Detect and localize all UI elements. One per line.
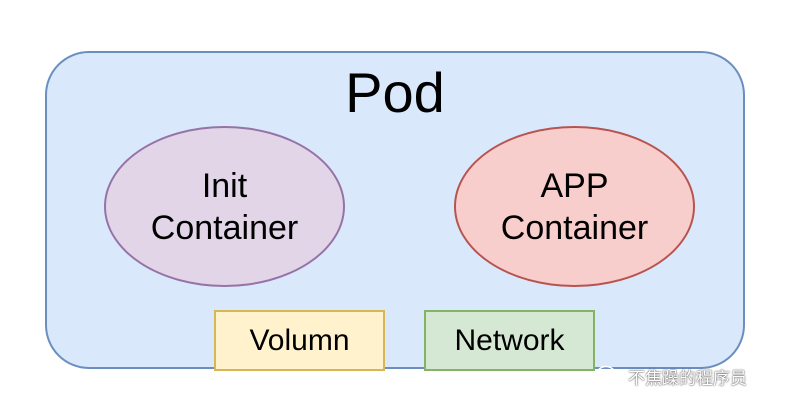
init-container-label-line2: Container <box>150 208 299 247</box>
pod-title: Pod <box>345 61 445 124</box>
volumn-box: Volumn <box>214 310 385 371</box>
app-container-label-line1: APP <box>540 166 609 205</box>
network-label: Network <box>454 323 565 357</box>
init-container-node: Init Container <box>104 126 345 287</box>
watermark: 不焦躁的程序员 <box>596 362 747 390</box>
network-box: Network <box>424 310 595 371</box>
watermark-text: 不焦躁的程序员 <box>628 368 747 389</box>
init-container-label-line1: Init <box>201 166 248 205</box>
wechat-icon <box>596 365 622 386</box>
app-container-node: APP Container <box>454 126 695 287</box>
app-container-label-line2: Container <box>500 208 649 247</box>
volumn-label: Volumn <box>249 323 350 357</box>
